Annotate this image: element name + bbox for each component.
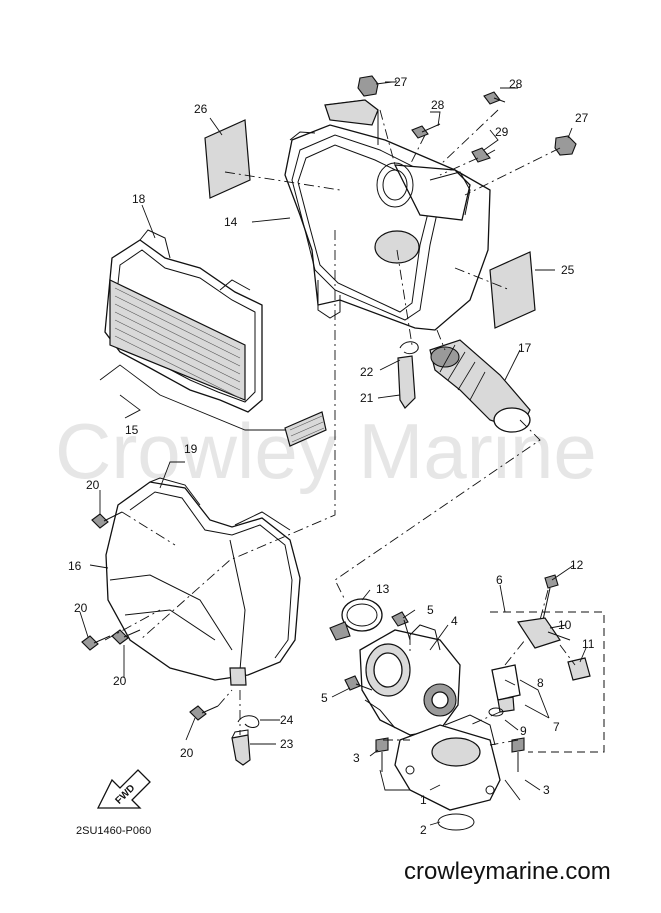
- callout-15: 15: [125, 423, 139, 437]
- screw-20-c: [111, 629, 141, 645]
- bolt-28-right: [483, 91, 506, 105]
- fuel-pipe-10: [516, 617, 571, 649]
- callout-24: 24: [280, 713, 294, 727]
- bolt-27-right: [554, 135, 577, 156]
- callout-3-right: 3: [543, 783, 550, 797]
- callout-18: 18: [132, 192, 146, 206]
- fwd-arrow-icon: FWD: [96, 769, 151, 809]
- callout-28-left: 28: [431, 98, 445, 112]
- pad-15: [284, 411, 327, 447]
- callout-27-right: 27: [575, 111, 589, 125]
- callout-13: 13: [376, 582, 390, 596]
- hose-21: [397, 355, 416, 409]
- callout-3-left: 3: [353, 751, 360, 765]
- site-url: crowleymarine.com: [404, 858, 611, 885]
- callout-12: 12: [570, 558, 584, 572]
- bolt-3-left: [375, 737, 389, 772]
- callout-28-right: 28: [509, 77, 523, 91]
- screw-20-a: [91, 511, 123, 529]
- callout-16: 16: [68, 559, 82, 573]
- callout-9: 9: [520, 724, 527, 738]
- callout-5-left: 5: [321, 691, 328, 705]
- pad-25: [489, 251, 536, 329]
- callout-7: 7: [553, 720, 560, 734]
- callout-27-top: 27: [394, 75, 408, 89]
- callout-19: 19: [184, 442, 198, 456]
- callout-29: 29: [495, 125, 509, 139]
- pad-26: [204, 119, 251, 199]
- o-ring-9: [488, 707, 504, 717]
- callout-20-a: 20: [86, 478, 100, 492]
- callout-17: 17: [518, 341, 532, 355]
- callout-14: 14: [224, 215, 238, 229]
- bolt-28-left: [411, 123, 441, 139]
- clip-22: [399, 341, 419, 355]
- injector-12: [542, 574, 559, 621]
- callout-4: 4: [451, 614, 458, 628]
- assembly-lines: [104, 109, 576, 746]
- joint-1: [394, 714, 501, 811]
- callout-2: 2: [420, 823, 427, 837]
- callout-22: 22: [360, 365, 374, 379]
- injector-8: [491, 664, 521, 713]
- screw-20-b: [81, 635, 111, 651]
- callout-20-d: 20: [180, 746, 194, 760]
- throttle-body-4: [359, 624, 461, 736]
- bolt-29: [471, 147, 496, 163]
- clamp-13: [329, 598, 383, 641]
- screw-5-top: [391, 611, 411, 641]
- bolt-3-right: [511, 737, 525, 772]
- screw-5-left: [344, 675, 373, 691]
- joint-17: [429, 339, 531, 433]
- callout-20-b: 20: [74, 601, 88, 615]
- callout-26: 26: [194, 102, 208, 116]
- air-filter-case: [284, 99, 491, 331]
- callout-25: 25: [561, 263, 575, 277]
- bolt-27-top: [357, 75, 379, 97]
- callout-6: 6: [496, 573, 503, 587]
- callout-1: 1: [420, 793, 427, 807]
- callout-11: 11: [582, 637, 595, 651]
- callout-23: 23: [280, 737, 294, 751]
- o-ring-2: [437, 813, 475, 831]
- callouts: 1 2 3 3 4 5 5 6 7 8 9 10 11 12 13 14 15 …: [68, 75, 595, 837]
- callout-5-top: 5: [427, 603, 434, 617]
- callout-21: 21: [360, 391, 374, 405]
- callout-8: 8: [537, 676, 544, 690]
- clip-24: [237, 715, 260, 728]
- screw-20-d: [189, 705, 219, 721]
- connector-11: [567, 657, 591, 681]
- injector-group-box: [490, 611, 605, 753]
- air-filter-element: [104, 229, 263, 413]
- callout-20-c: 20: [113, 674, 127, 688]
- air-filter-case-lower: [105, 477, 301, 686]
- diagram-code: 2SU1460-P060: [76, 825, 151, 837]
- leader-lines: [79, 80, 587, 826]
- drain-plug-23: [231, 729, 251, 766]
- callout-10: 10: [558, 618, 572, 632]
